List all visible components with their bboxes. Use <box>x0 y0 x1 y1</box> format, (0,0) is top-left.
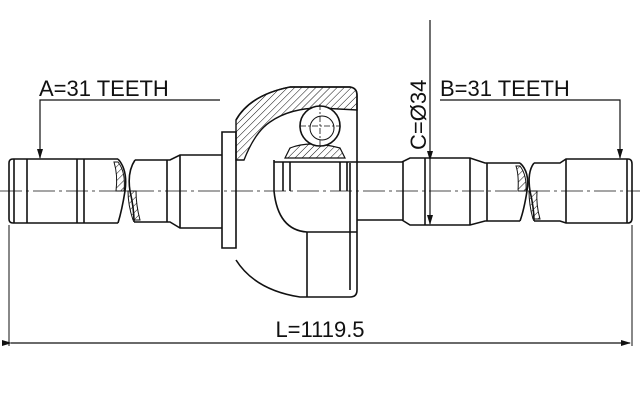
label-b-teeth: B=31 TEETH <box>440 76 570 101</box>
right-shaft <box>357 157 633 226</box>
break-hatch-right <box>515 165 527 192</box>
label-length: L=1119.5 <box>275 317 364 342</box>
break-hatch-left <box>113 161 125 192</box>
label-a-teeth: A=31 TEETH <box>39 76 169 101</box>
label-c-diameter: C=Ø34 <box>406 80 431 150</box>
housing-hatch <box>235 86 358 161</box>
